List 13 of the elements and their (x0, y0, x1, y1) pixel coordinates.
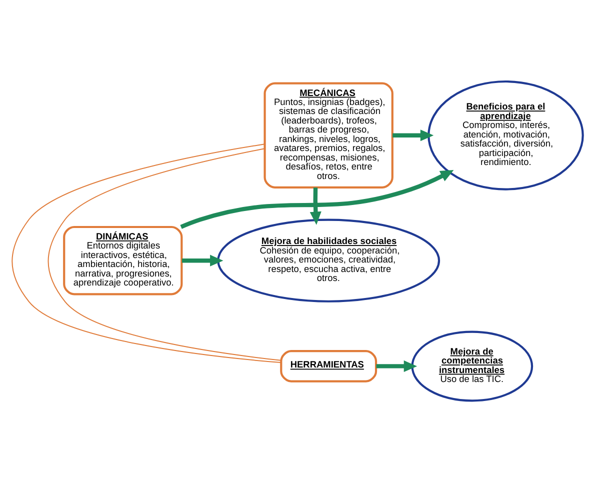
connector (12, 144, 281, 364)
arrow (180, 170, 454, 229)
arrow (376, 360, 418, 372)
arrow (392, 130, 434, 142)
node-box: MECÁNICAS Puntos, insignias (badges), sistemas de clasificación (leaderboards), trofeos, barras de progreso, rankings, niveles, logros, avatares, premios, regalos, recompensas, misiones, desafíos, retos, entre otros. (264, 82, 394, 188)
node-box: DINÁMICAS Entornos digitales interactivos, estética, ambientación, historia, narrativa, progresiones, aprendizaje cooperativo. (63, 226, 183, 296)
connector (48, 148, 282, 361)
arrow (310, 187, 322, 225)
node-ellipse: Beneficios para el aprendizaje Compromiso, interés, atención, motivación, satisfacción, diversión, participación, rendimiento. (428, 80, 584, 190)
arrow (182, 254, 224, 266)
node-ellipse: Mejora de habilidades sociales Cohesión de equipo, cooperación, valores, emociones, creatividad, respeto, escucha activa, entre otros. (217, 218, 440, 302)
node-box: HERRAMIENTAS (280, 350, 378, 382)
node-ellipse: Mejora de competencias instrumentales Uso de las TIC. (411, 330, 534, 402)
